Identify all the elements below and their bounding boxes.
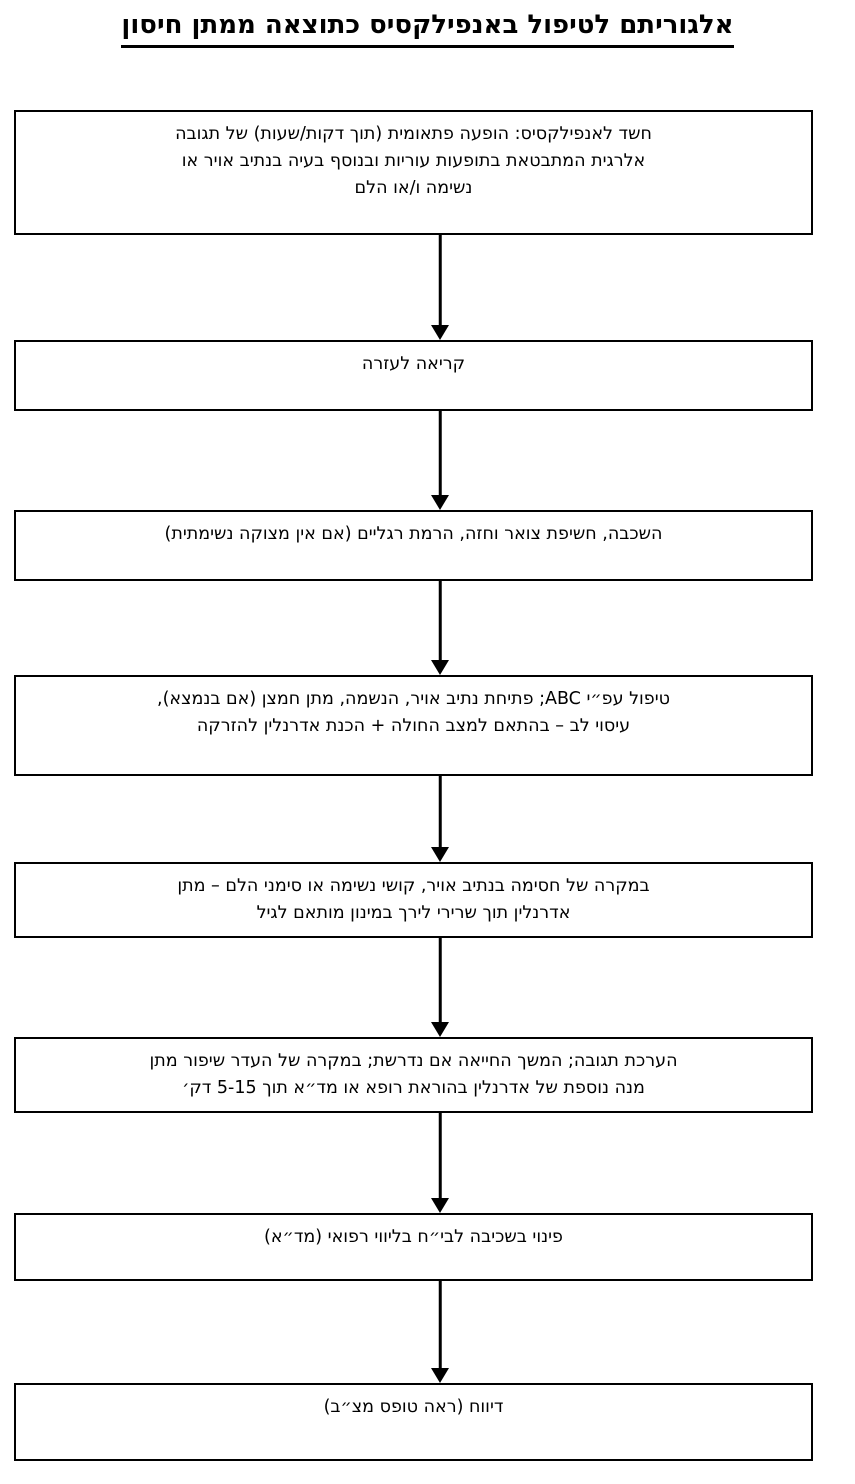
- arrow-stem: [438, 938, 442, 1023]
- arrow-head-down-icon: [431, 325, 449, 340]
- flow-node-2: קריאה לעזרה: [14, 340, 813, 411]
- flow-node-label: טיפול עפ״י ABC; פתיחת נתיב אויר, הנשמה, …: [157, 689, 670, 736]
- page-title-text: אלגוריתם לטיפול באנפילקסיס כתוצאה ממתן ח…: [121, 8, 734, 48]
- flow-node-3: השכבה, חשיפת צואר וחזה, הרמת רגליים (אם …: [14, 510, 813, 581]
- flow-node-4: טיפול עפ״י ABC; פתיחת נתיב אויר, הנשמה, …: [14, 675, 813, 776]
- flow-node-label: הערכת תגובה; המשך החייאה אם נדרשת; במקרה…: [149, 1051, 678, 1098]
- arrow-head-down-icon: [431, 495, 449, 510]
- arrow-stem: [438, 1113, 442, 1199]
- flow-node-label: חשד לאנפילקסיס: הופעה פתאומית (תוך דקות/…: [175, 124, 652, 198]
- arrow-stem: [438, 1281, 442, 1369]
- flow-node-label: פינוי בשכיבה לבי״ח בליווי רפואי (מד״א): [264, 1227, 563, 1247]
- arrow-head-down-icon: [431, 1022, 449, 1037]
- flow-node-8: דיווח (ראה טופס מצ״ב): [14, 1383, 813, 1461]
- arrow-head-down-icon: [431, 847, 449, 862]
- flow-node-6: הערכת תגובה; המשך החייאה אם נדרשת; במקרה…: [14, 1037, 813, 1113]
- flow-node-1: חשד לאנפילקסיס: הופעה פתאומית (תוך דקות/…: [14, 110, 813, 235]
- arrow-stem: [438, 581, 442, 661]
- arrow-head-down-icon: [431, 1198, 449, 1213]
- flow-node-5: במקרה של חסימה בנתיב אויר, קושי נשימה או…: [14, 862, 813, 938]
- arrow-stem: [438, 235, 442, 326]
- flow-node-label: קריאה לעזרה: [361, 354, 466, 374]
- flow-node-label: במקרה של חסימה בנתיב אויר, קושי נשימה או…: [177, 876, 650, 923]
- page-title: אלגוריתם לטיפול באנפילקסיס כתוצאה ממתן ח…: [0, 8, 855, 48]
- flow-node-7: פינוי בשכיבה לבי״ח בליווי רפואי (מד״א): [14, 1213, 813, 1281]
- flow-node-label: דיווח (ראה טופס מצ״ב): [323, 1397, 504, 1417]
- arrow-head-down-icon: [431, 660, 449, 675]
- arrow-stem: [438, 776, 442, 848]
- arrow-head-down-icon: [431, 1368, 449, 1383]
- flow-node-label: השכבה, חשיפת צואר וחזה, הרמת רגליים (אם …: [164, 524, 663, 544]
- arrow-stem: [438, 411, 442, 496]
